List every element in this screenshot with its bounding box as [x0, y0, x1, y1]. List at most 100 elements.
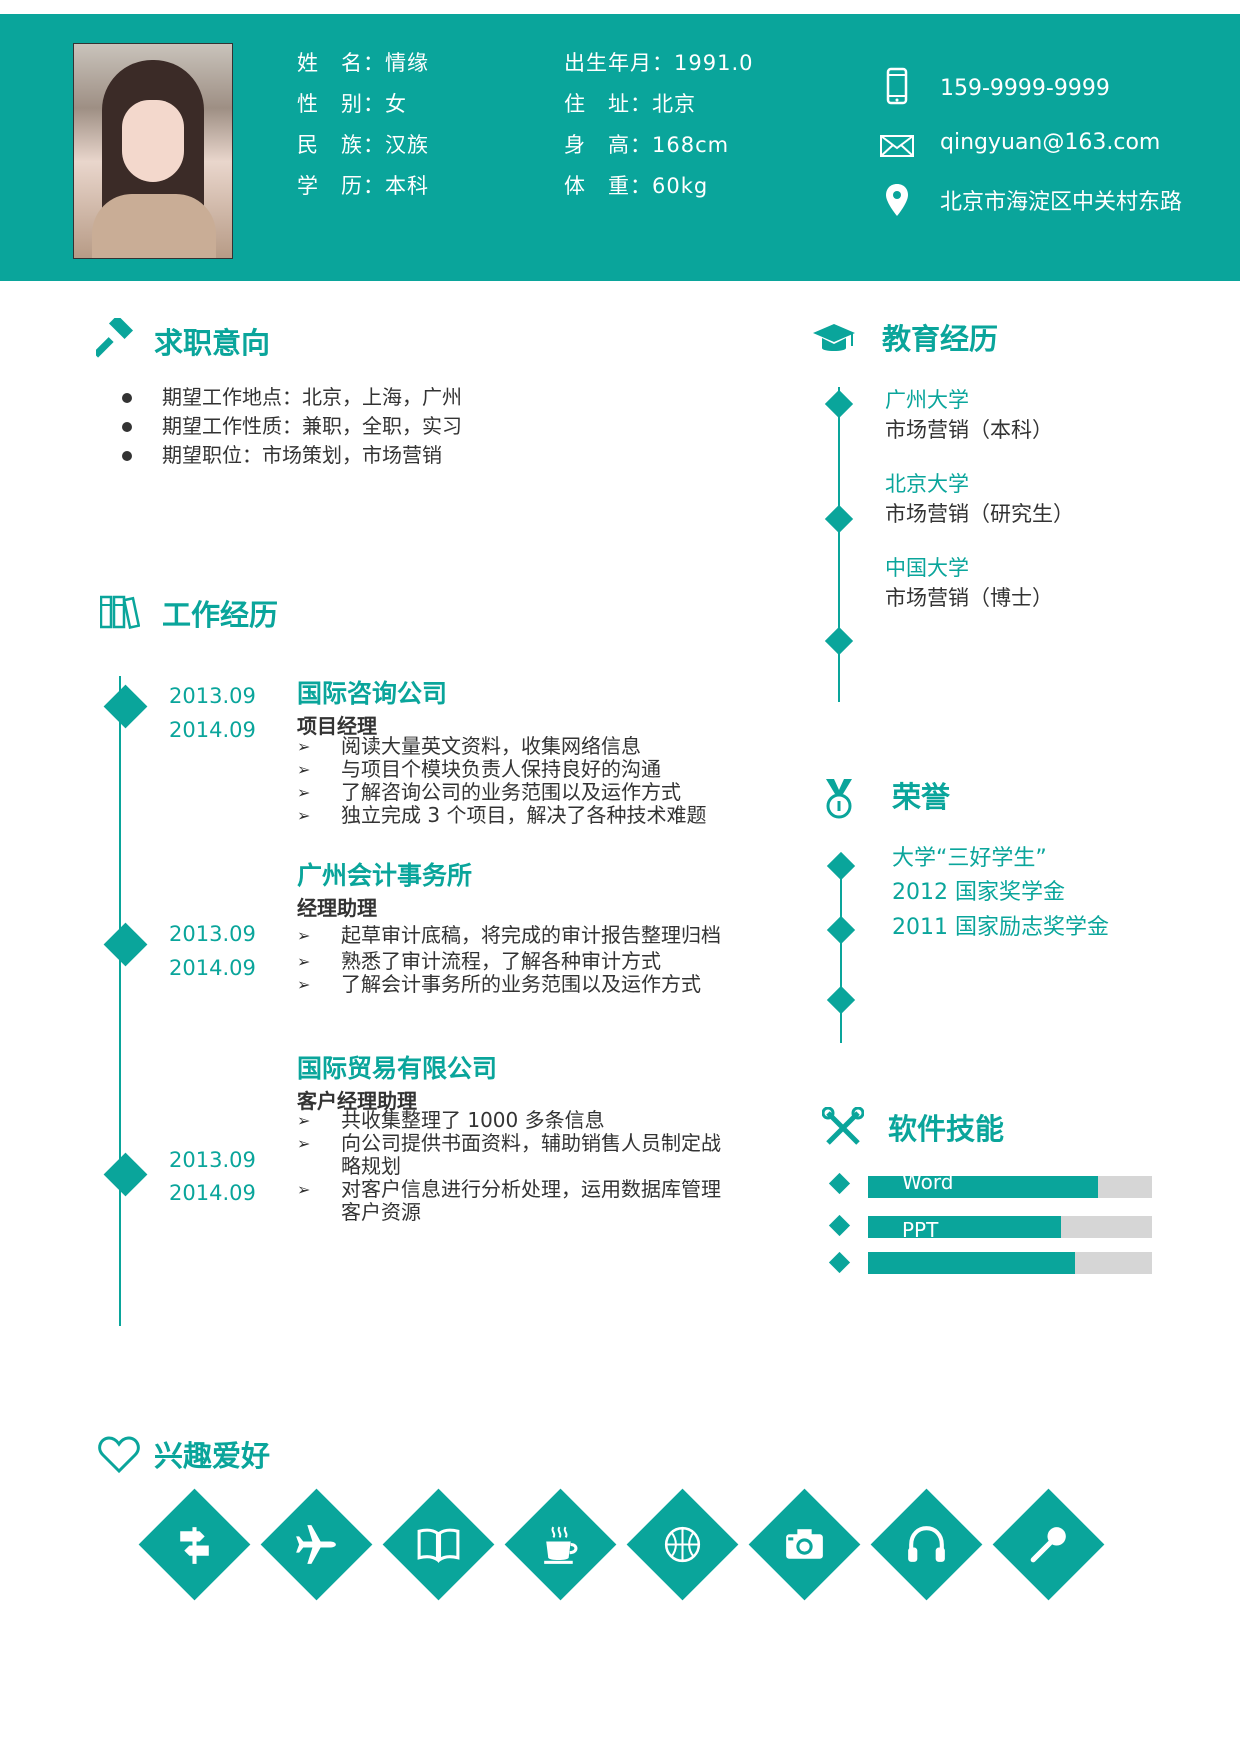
info-ethnicity: 民 族：汉族: [297, 133, 429, 157]
skill-label: PPT: [902, 1218, 939, 1242]
skill-bar: Word: [868, 1170, 1152, 1198]
microphone-icon: [992, 1488, 1105, 1601]
job-task: 了解咨询公司的业务范围以及运作方式: [297, 781, 757, 805]
personal-info-right: 出生年月：1991.0 住 址：北京 身 高：168cm 体 重：60kg: [564, 43, 753, 207]
heart-icon: [98, 1436, 140, 1476]
timeline-node: [826, 851, 856, 881]
job-task: 阅读大量英文资料，收集网络信息: [297, 735, 757, 759]
timeline-node: [824, 389, 854, 419]
job-task: 对客户信息进行分析处理，运用数据库管理客户资源: [297, 1178, 737, 1224]
graduation-cap-icon: [812, 322, 855, 362]
info-gender: 性 别：女: [297, 92, 407, 116]
job-company: 国际咨询公司: [297, 679, 448, 708]
education-title: 教育经历: [882, 322, 999, 356]
hobbies-title: 兴趣爱好: [154, 1439, 271, 1473]
education-major: 市场营销（本科）: [885, 418, 1053, 442]
job-start-date: 2013.09: [169, 922, 256, 946]
skill-marker: [828, 1251, 851, 1274]
book-icon: [382, 1488, 495, 1601]
objective-item: 期望工作性质：兼职，全职，实习: [122, 412, 462, 441]
info-name: 姓 名：情缘: [297, 51, 429, 75]
job-start-date: 2013.09: [169, 684, 256, 708]
skill-bar: PPT: [868, 1216, 1152, 1242]
books-icon: [99, 593, 141, 633]
objective-item: 期望职位：市场策划，市场营销: [122, 441, 462, 470]
skills-title: 软件技能: [888, 1112, 1005, 1146]
objective-list: 期望工作地点：北京，上海，广州 期望工作性质：兼职，全职，实习 期望职位：市场策…: [122, 383, 462, 470]
skill-bar-fill: [868, 1176, 1099, 1198]
education-school: 北京大学: [885, 472, 969, 496]
skill-bar-fill: [868, 1252, 1076, 1274]
skill-marker: [828, 1214, 851, 1237]
contact-address: 北京市海淀区中关村东路: [940, 190, 1183, 215]
education-major: 市场营销（博士）: [885, 586, 1053, 610]
job-task: 了解会计事务所的业务范围以及运作方式: [297, 973, 757, 997]
personal-info-left: 姓 名：情缘 性 别：女 民 族：汉族 学 历：本科: [297, 43, 429, 207]
job-end-date: 2014.09: [169, 1181, 256, 1205]
work-title: 工作经历: [162, 598, 279, 632]
medal-icon: [822, 778, 862, 819]
skill-label: Word: [902, 1170, 954, 1194]
honors-title: 荣誉: [892, 780, 951, 814]
timeline-node: [103, 1152, 148, 1197]
education-school: 广州大学: [885, 388, 969, 412]
phone-icon: [880, 66, 914, 106]
timeline-node: [103, 922, 148, 967]
honor-item: 大学“三好学生”: [892, 846, 1047, 871]
skill-marker: [828, 1172, 851, 1195]
honor-item: 2012 国家奖学金: [892, 880, 1065, 905]
timeline-node: [826, 985, 856, 1015]
job-task: 起草审计底稿，将完成的审计报告整理归档: [297, 921, 757, 950]
info-height: 身 高：168cm: [564, 133, 730, 157]
job-tasks: 起草审计底稿，将完成的审计报告整理归档 熟悉了审计流程，了解各种审计方式 了解会…: [297, 921, 757, 996]
skill-bar-fill: [868, 1216, 1062, 1238]
camera-icon: [748, 1488, 861, 1601]
hammer-icon: [93, 314, 136, 358]
job-company: 国际贸易有限公司: [297, 1054, 498, 1083]
job-tasks: 共收集整理了 1000 多条信息 向公司提供书面资料，辅助销售人员制定战略规划 …: [297, 1109, 737, 1224]
education-major: 市场营销（研究生）: [885, 502, 1074, 526]
timeline-node: [826, 915, 856, 945]
email-icon: [880, 126, 914, 166]
info-education: 学 历：本科: [297, 174, 429, 198]
skill-bar: [868, 1252, 1152, 1274]
education-school: 中国大学: [885, 556, 969, 580]
job-task: 与项目个模块负责人保持良好的沟通: [297, 758, 757, 782]
airplane-icon: [260, 1488, 373, 1601]
headphones-icon: [870, 1488, 983, 1601]
job-tasks: 阅读大量英文资料，收集网络信息 与项目个模块负责人保持良好的沟通 了解咨询公司的…: [297, 735, 757, 828]
tools-icon: [821, 1106, 865, 1147]
job-end-date: 2014.09: [169, 956, 256, 980]
contact-email[interactable]: qingyuan@163.com: [940, 130, 1161, 155]
contact-phone[interactable]: 159-9999-9999: [940, 76, 1110, 101]
objective-title: 求职意向: [154, 326, 271, 360]
info-birth: 出生年月：1991.0: [564, 51, 754, 75]
job-start-date: 2013.09: [169, 1148, 256, 1172]
honors-timeline: [840, 854, 842, 1043]
job-task: 向公司提供书面资料，辅助销售人员制定战略规划: [297, 1132, 737, 1178]
education-entry: 广州大学 市场营销（本科）: [885, 385, 1053, 445]
coffee-icon: [504, 1488, 617, 1601]
signpost-icon: [138, 1488, 251, 1601]
work-timeline: [119, 676, 121, 1326]
basketball-icon: [626, 1488, 739, 1601]
education-entry: 北京大学 市场营销（研究生）: [885, 469, 1074, 529]
location-pin-icon: [880, 180, 914, 220]
job-role: 经理助理: [297, 896, 377, 920]
info-weight: 体 重：60kg: [564, 174, 709, 198]
timeline-node: [103, 684, 148, 729]
education-entry: 中国大学 市场营销（博士）: [885, 553, 1053, 613]
objective-item: 期望工作地点：北京，上海，广州: [122, 383, 462, 412]
info-address: 住 址：北京: [564, 92, 696, 116]
education-timeline: [838, 387, 840, 702]
job-task: 熟悉了审计流程，了解各种审计方式: [297, 950, 757, 974]
honor-item: 2011 国家励志奖学金: [892, 915, 1109, 940]
profile-photo: [73, 43, 233, 259]
job-end-date: 2014.09: [169, 718, 256, 742]
header-band: 姓 名：情缘 性 别：女 民 族：汉族 学 历：本科 出生年月：1991.0 住…: [0, 14, 1240, 281]
job-task: 共收集整理了 1000 多条信息: [297, 1109, 737, 1133]
timeline-node: [824, 504, 854, 534]
timeline-node: [824, 626, 854, 656]
job-company: 广州会计事务所: [297, 861, 473, 890]
job-task: 独立完成 3 个项目，解决了各种技术难题: [297, 804, 757, 828]
